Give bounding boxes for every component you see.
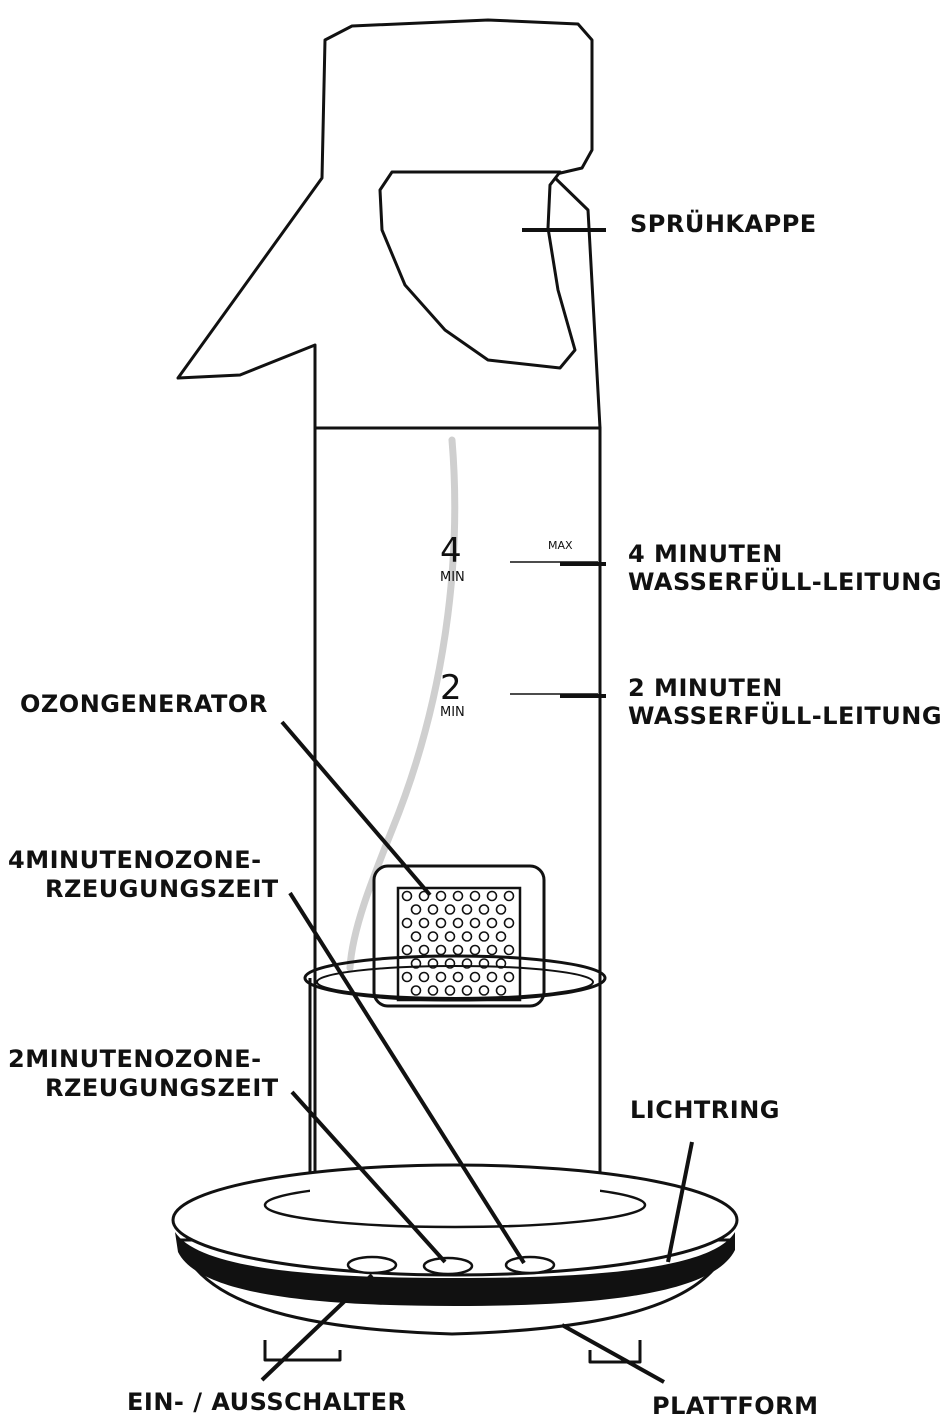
ozone-hole <box>410 958 422 969</box>
ozone-hole <box>435 917 447 929</box>
ozone-hole <box>401 971 413 983</box>
spray-cap <box>176 18 602 430</box>
ozone-hole <box>486 971 498 983</box>
label-fill-2-line2: WASSERFÜLL-LEITUNG <box>628 700 942 730</box>
ozone-hole <box>418 944 430 956</box>
ozone-hole <box>435 944 447 956</box>
ozone-hole <box>461 904 473 915</box>
ozone-hole <box>486 944 498 956</box>
base-platform <box>171 1163 739 1364</box>
scale-mark-2: 2 <box>440 668 462 708</box>
ozone-hole <box>444 931 456 942</box>
label-spray-cap: SPRÜHKAPPE <box>630 208 817 238</box>
ozone-hole <box>410 904 422 915</box>
leader-light-ring <box>666 1141 694 1263</box>
ozone-hole <box>452 971 464 983</box>
leader-platform <box>561 1323 665 1384</box>
ozone-hole <box>401 890 413 902</box>
ozone-hole <box>486 917 498 929</box>
ozone-hole <box>427 931 439 942</box>
label-light-ring: LICHTRING <box>630 1096 780 1124</box>
ozone-hole <box>427 958 439 969</box>
power-button[interactable] <box>346 1255 398 1275</box>
leader-ozone-generator <box>280 720 432 897</box>
ozone-hole <box>461 985 473 996</box>
ozone-hole <box>435 890 447 902</box>
ozone-hole <box>503 917 515 929</box>
label-ozone-2-line2: RZEUGUNGSZEIT <box>45 1074 279 1102</box>
dip-tube <box>346 436 459 972</box>
max-mark: MAX <box>548 539 573 552</box>
ozone-hole <box>503 944 515 956</box>
label-ozone-4-line2: RZEUGUNGSZEIT <box>45 875 279 903</box>
ozone-hole <box>495 958 507 969</box>
ozone-hole <box>452 890 464 902</box>
ozone-generator <box>303 864 607 1204</box>
ozone-filter-grid <box>401 890 515 996</box>
scale-unit-2: MIN <box>440 705 465 720</box>
base-buttons <box>346 1255 556 1276</box>
label-fill-4-line1: 4 MINUTEN <box>628 540 783 568</box>
label-platform: PLATTFORM <box>652 1392 819 1420</box>
label-ozone-4-line1: 4MINUTENOZONE- <box>8 846 262 874</box>
ozone-hole <box>503 890 515 902</box>
label-power-switch: EIN- / AUSSCHALTER <box>127 1388 407 1416</box>
ozone-hole <box>478 958 490 969</box>
ozone-hole <box>461 958 473 969</box>
ozone-hole <box>495 985 507 996</box>
ozone-hole <box>452 944 464 956</box>
leader-ozone-2min <box>290 1090 447 1264</box>
ozone-hole <box>427 985 439 996</box>
ozone-hole <box>478 985 490 996</box>
ozone-hole <box>503 971 515 983</box>
ozone-hole <box>461 931 473 942</box>
ozone-hole <box>444 904 456 915</box>
ozone-hole <box>469 917 481 929</box>
label-fill-4-line2: WASSERFÜLL-LEITUNG <box>628 566 942 596</box>
ozone-4min-button[interactable] <box>504 1255 556 1275</box>
ozone-hole <box>435 971 447 983</box>
ozone-hole <box>410 931 422 942</box>
leader-ozone-4min <box>288 891 526 1265</box>
label-fill-2-line1: 2 MINUTEN <box>628 674 783 702</box>
ozone-hole <box>418 971 430 983</box>
label-ozone-generator: OZONGENERATOR <box>20 690 268 718</box>
ozone-hole <box>486 890 498 902</box>
ozone-hole <box>444 958 456 969</box>
leader-lines <box>260 228 694 1384</box>
ozone-hole <box>478 904 490 915</box>
ozone-hole <box>469 944 481 956</box>
ozone-hole <box>495 904 507 915</box>
ozone-hole <box>401 917 413 929</box>
ozone-hole <box>444 985 456 996</box>
ozone-hole <box>452 917 464 929</box>
ozone-hole <box>410 985 422 996</box>
leader-power-switch <box>260 1273 374 1382</box>
ozone-hole <box>495 931 507 942</box>
ozone-hole <box>418 917 430 929</box>
ozone-hole <box>427 904 439 915</box>
ozone-hole <box>469 971 481 983</box>
ozone-hole <box>478 931 490 942</box>
label-ozone-2-line1: 2MINUTENOZONE- <box>8 1045 262 1073</box>
light-ring-band <box>175 1232 735 1306</box>
scale-unit-4: MIN <box>440 570 465 585</box>
ozone-hole <box>401 944 413 956</box>
scale-mark-4: 4 <box>440 531 462 571</box>
ozone-hole <box>469 890 481 902</box>
ozone-2min-button[interactable] <box>422 1256 474 1276</box>
